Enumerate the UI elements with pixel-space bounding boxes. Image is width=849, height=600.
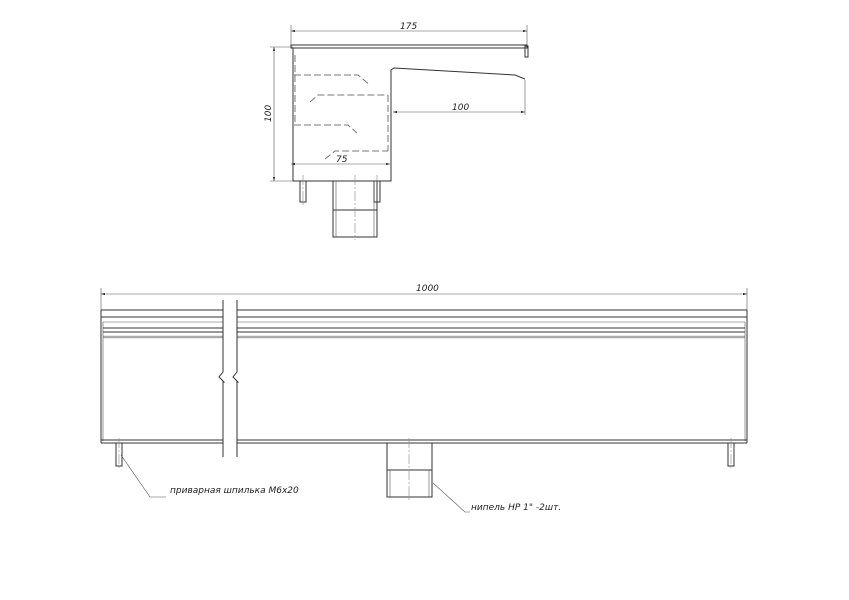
side-view: 175 100 100 75 (264, 22, 529, 240)
dimension-75: 75 (291, 155, 390, 166)
callout-nipple-label: нипель НР 1" -2шт. (471, 503, 561, 513)
side-body-outline (290, 44, 529, 182)
front-view: 1000 (100, 284, 748, 513)
break-lines (218, 300, 240, 457)
side-nipple (332, 175, 378, 240)
callout-stud: приварная шпилька М6х20 (120, 454, 299, 498)
dimension-label-100-horizontal: 100 (452, 103, 469, 113)
front-studs (115, 438, 735, 470)
dimension-175: 175 (290, 22, 528, 47)
dimension-label-100-vertical: 100 (264, 105, 274, 122)
dimension-1000: 1000 (100, 284, 748, 310)
dimension-label-1000: 1000 (416, 284, 439, 294)
dimension-label-175: 175 (400, 22, 417, 32)
dimension-100-vertical: 100 (264, 46, 293, 182)
callout-nipple: нипель НР 1" -2шт. (432, 482, 561, 513)
front-body (100, 309, 748, 444)
dimension-100-horizontal: 100 (393, 80, 526, 115)
front-nipple (386, 438, 433, 500)
callout-stud-label: приварная шпилька М6х20 (170, 486, 299, 496)
dimension-label-75: 75 (336, 155, 348, 165)
side-studs (299, 175, 381, 206)
